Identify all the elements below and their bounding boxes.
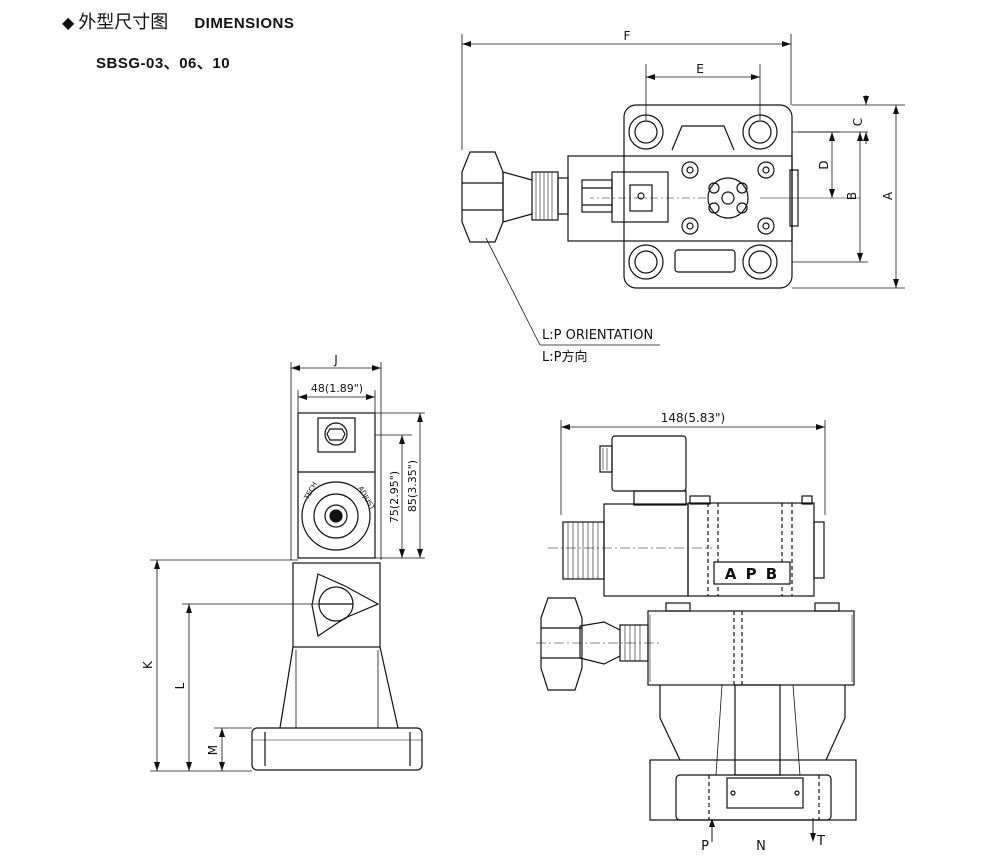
dim-a-label: A [881, 191, 895, 200]
port-t-label: T [816, 834, 825, 849]
dim-d-label: D [817, 160, 831, 169]
orientation-note-cn: L:P方向 [542, 349, 587, 365]
dim-l-label: L [173, 682, 187, 689]
dim-m-label: M [206, 745, 220, 755]
title-chinese: 外型尺寸图 [78, 12, 169, 33]
dim-c-label: C [851, 118, 865, 126]
model-label: SBSG-03、06、10 [96, 55, 231, 72]
dim-b-label: B [845, 192, 859, 200]
dim-j-label: J [333, 353, 338, 367]
dim-e-label: E [696, 62, 704, 76]
port-n-label: N [756, 839, 766, 854]
dim-148-label: 148(5.83") [661, 411, 726, 425]
dim-85-label: 85(3.35") [406, 460, 419, 512]
svg-text:TECH: TECH [302, 481, 319, 502]
svg-text:ADJUST: ADJUST [356, 485, 376, 512]
diamond-bullet-icon: ◆ [62, 13, 75, 32]
dim-f-label: F [624, 29, 631, 43]
front-view: 148(5.83") A P B [536, 411, 857, 854]
side-view: J 48(1.89") TECH ADJUST 75(2.95") [141, 353, 425, 772]
title-english: DIMENSIONS [194, 15, 295, 32]
dim-k-label: K [141, 660, 155, 669]
orientation-note: L:P ORIENTATION [542, 328, 653, 343]
dim-48-label: 48(1.89") [311, 382, 363, 395]
dim-75-label: 75(2.95") [388, 471, 401, 523]
page-header: ◆外型尺寸图 DIMENSIONS [62, 8, 294, 34]
brand-label: A P B [725, 565, 779, 583]
top-view: F E [461, 29, 905, 365]
port-p-label: P [701, 839, 709, 854]
